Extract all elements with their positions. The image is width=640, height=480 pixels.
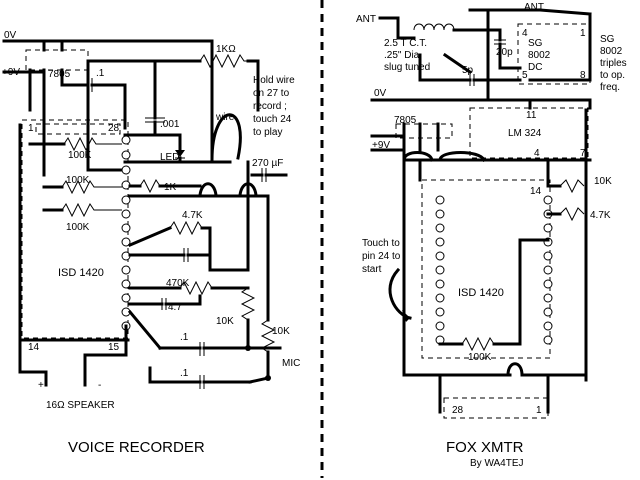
right-pin1b-label: 1	[536, 405, 542, 416]
left-note-line-1: Hold wire	[253, 75, 295, 86]
left-regulator-label: 7805	[48, 69, 71, 80]
right-ant2-label: ANT	[524, 2, 544, 13]
right-sg-line-2: 8002	[528, 50, 551, 61]
left-pin15-label: 15	[108, 342, 120, 353]
right-touch-line-1: Touch to	[362, 238, 400, 249]
left-spk-minus: -	[98, 380, 101, 391]
left-wire-label: wire	[215, 112, 235, 123]
left-supply-label: +9V	[2, 67, 20, 78]
left-cap47-label: 4.7	[168, 302, 182, 313]
left-r2-label: 100K	[66, 175, 90, 186]
left-r1-label: 100K	[68, 150, 92, 161]
left-note-line-2: on 27 to	[253, 88, 290, 99]
left-speaker-label: 16Ω SPEAKER	[46, 400, 115, 411]
right-supply-label: +9V	[372, 140, 390, 151]
right-pin28-label: 28	[452, 405, 464, 416]
left-chip-label: ISD 1420	[58, 267, 104, 279]
left-pin28-label: 28	[108, 123, 120, 134]
right-touch-line-3: start	[362, 264, 382, 275]
left-rail-label: 0V	[4, 30, 17, 41]
right-byline: By WA4TEJ	[470, 458, 524, 469]
right-r100-label: 100K	[468, 352, 492, 363]
left-r8-label: 10K	[272, 326, 290, 337]
right-sgnote-line-1: SG	[600, 34, 615, 45]
right-r47-label: 4.7K	[590, 210, 611, 221]
right-sg-line-1: SG	[528, 38, 543, 49]
right-sgnote-line-2: 8002	[600, 46, 623, 57]
left-r5-label: 4.7K	[182, 210, 203, 221]
left-mic-label: MIC	[282, 358, 300, 369]
left-note-line-3: record ;	[253, 101, 287, 112]
right-chip-label: ISD 1420	[458, 287, 504, 299]
left-r6-label: 470K	[166, 278, 190, 289]
left-cap-top-label: .1	[96, 68, 105, 79]
left-note-line-5: to play	[253, 127, 282, 138]
left-cap-b-label: .1	[180, 368, 189, 379]
left-cap-a-label: .1	[180, 332, 189, 343]
right-title: FOX XMTR	[446, 439, 524, 456]
right-coil-line-3: slug tuned	[384, 62, 430, 73]
left-r4-label: 1K	[164, 182, 177, 193]
right-pin7-label: 7	[580, 148, 586, 159]
right-sg-line-3: DC	[528, 62, 542, 73]
right-pin4-label: 4	[522, 28, 528, 39]
left-title: VOICE RECORDER	[68, 439, 205, 456]
right-cap5-label: 5p	[462, 65, 474, 76]
right-pin11-label: 11	[526, 110, 537, 121]
chip-pins-left	[121, 135, 131, 331]
right-touch-line-2: pin 24 to	[362, 251, 401, 262]
left-cap-big-label: 270 µF	[252, 158, 283, 169]
right-sgnote-line-5: freq.	[600, 82, 620, 93]
left-spk-plus: +	[38, 380, 44, 391]
right-pin5-label: 5	[522, 70, 528, 81]
right-sgnote-line-4: to op.	[600, 70, 625, 81]
right-rail-label: 0V	[374, 88, 387, 99]
right-lm-label: LM 324	[508, 128, 542, 139]
fox-xmtr-circuit	[370, 8, 592, 419]
right-cap20-label: 20p	[496, 47, 513, 58]
right-coil-line-2: .25" Dia.	[384, 50, 422, 61]
left-res-top-label: 1KΩ	[216, 44, 236, 55]
right-coil-line-1: 2.5 T C.T.	[384, 38, 427, 49]
right-pin1-label: 1	[580, 28, 586, 39]
right-regulator-label: 7805	[394, 115, 417, 126]
right-pin4b-label: 4	[534, 148, 540, 159]
left-pin14-label: 14	[28, 342, 40, 353]
voice-recorder-circuit	[2, 39, 288, 389]
right-ant1-label: ANT	[356, 14, 376, 25]
left-cap-mid-label: .001	[160, 119, 180, 130]
right-pin8-label: 8	[580, 70, 586, 81]
left-r3-label: 100K	[66, 222, 90, 233]
left-pin1-label: 1	[28, 123, 34, 134]
right-r10-label: 10K	[594, 176, 612, 187]
left-note-line-4: touch 24	[253, 114, 292, 125]
left-r7-label: 10K	[216, 316, 234, 327]
chip-pins-right	[435, 195, 553, 345]
left-led-label: LED	[160, 152, 179, 163]
right-sgnote-line-3: triples	[600, 58, 627, 69]
right-pin14-label: 14	[530, 186, 542, 197]
